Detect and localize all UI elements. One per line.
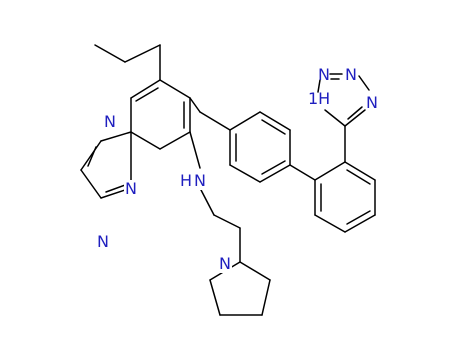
benzene-ring-central <box>229 111 291 183</box>
tetrazole-ring <box>317 73 370 163</box>
bond <box>344 161 376 181</box>
benzene-ring-lower <box>314 161 376 233</box>
bond-inner <box>261 119 286 135</box>
bond <box>100 131 132 142</box>
atom-label-n: N <box>194 171 206 190</box>
bond-inner <box>87 146 97 167</box>
bond <box>314 161 346 181</box>
bond <box>317 79 321 93</box>
bond <box>314 214 346 233</box>
propyl-chain <box>94 44 161 81</box>
bond <box>229 164 261 183</box>
bond <box>259 164 291 183</box>
bond-inner <box>347 106 363 120</box>
pyrazole-ring <box>80 131 132 199</box>
atom-label-h: H <box>180 171 192 190</box>
bond <box>80 169 102 199</box>
bond <box>189 131 201 169</box>
atom-label-n: N <box>104 112 116 131</box>
bond <box>239 261 271 281</box>
bond-inner <box>261 160 286 175</box>
bond-inner <box>346 169 371 185</box>
bond <box>189 97 201 113</box>
atom-label-n: N <box>219 254 231 273</box>
pyrimidine-ring <box>130 79 191 150</box>
bond <box>124 44 161 63</box>
bond <box>199 187 215 216</box>
bond <box>94 44 126 63</box>
atom-labels: N N N N H N N N N 1H <box>96 65 378 273</box>
bond <box>344 214 376 233</box>
methylene-linker <box>189 97 231 131</box>
bond <box>130 79 161 99</box>
atom-label-n: N <box>345 65 357 84</box>
bond <box>80 140 102 171</box>
bond-inner <box>135 87 159 102</box>
bond <box>259 111 291 131</box>
atom-label-n: N <box>318 65 330 84</box>
biaryl-bond <box>289 164 316 181</box>
atom-label-n: N <box>366 93 378 112</box>
bond <box>358 75 370 91</box>
atom-label-n: N <box>97 232 109 251</box>
bond <box>324 109 346 127</box>
bond <box>261 279 271 316</box>
bond <box>229 111 261 131</box>
bond <box>159 79 191 99</box>
atom-label-nh: 1H <box>308 89 330 108</box>
bond <box>209 279 221 316</box>
bond <box>130 131 161 150</box>
bond <box>159 131 191 150</box>
bond <box>199 111 231 131</box>
bond <box>344 109 366 127</box>
bond-inner <box>346 210 371 225</box>
atom-label-n: N <box>125 179 137 198</box>
bond <box>213 214 241 229</box>
